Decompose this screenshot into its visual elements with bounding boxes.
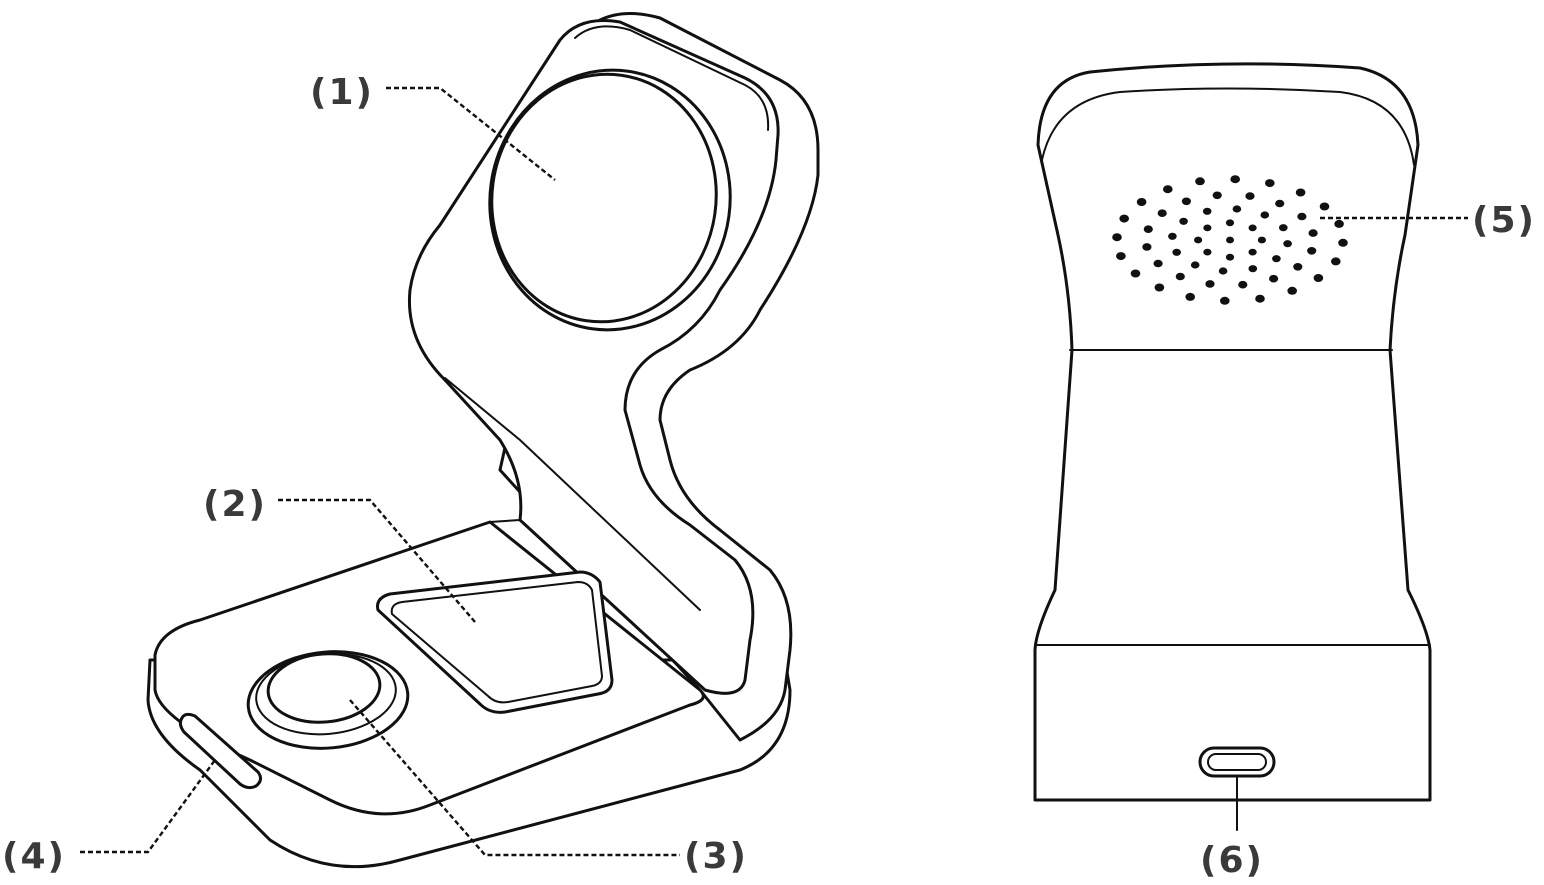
grille-hole (1195, 177, 1205, 186)
callout-label-2: (2) (203, 484, 267, 525)
rear-body (1033, 62, 1432, 802)
speaker-grille (1112, 175, 1348, 305)
usb-c-port-outer (1198, 746, 1276, 778)
grille-hole (1287, 286, 1297, 295)
grille-hole (1185, 292, 1195, 301)
grille-hole (1130, 269, 1141, 278)
grille-hole (1275, 199, 1285, 208)
grille-hole (1248, 265, 1258, 273)
stand-perspective-view: (1) (2) (3) (4) (2, 12, 820, 877)
earbuds-charger-pad (266, 652, 382, 724)
grille-hole (1226, 236, 1234, 244)
grille-hole (1203, 224, 1212, 232)
upright-spine-line (444, 377, 701, 611)
grille-hole (1194, 236, 1203, 244)
leader-2 (278, 498, 476, 623)
grille-hole (1260, 211, 1270, 219)
grille-hole (1225, 253, 1235, 261)
grille-hole (1119, 214, 1129, 223)
grille-hole (1334, 219, 1344, 228)
grille-hole (1255, 294, 1265, 303)
leader-3 (349, 699, 680, 857)
grille-hole (1168, 232, 1177, 240)
grille-hole (1319, 202, 1330, 211)
callout-label-6: (6) (1200, 840, 1264, 881)
callout-label-4: (4) (2, 836, 66, 877)
upright-rim (574, 25, 770, 131)
grille-hole (1136, 198, 1147, 206)
grille-hole (1293, 263, 1303, 271)
usb-c-port (1207, 753, 1267, 771)
grille-hole (1232, 205, 1242, 213)
grille-hole (1203, 248, 1212, 256)
grille-hole (1154, 283, 1165, 292)
rear-top-arch (1041, 87, 1415, 166)
led-strip (178, 712, 263, 790)
grille-hole (1212, 191, 1222, 200)
grille-hole (1297, 212, 1307, 221)
grille-hole (1313, 274, 1324, 282)
grille-hole (1202, 207, 1212, 215)
grille-hole (1181, 197, 1191, 206)
phone-charger-pad-outer (376, 570, 614, 714)
stand-rear-view: (5) (6) (1033, 62, 1536, 881)
grille-hole (1272, 255, 1281, 263)
grille-hole (1142, 243, 1152, 251)
grille-hole (1248, 248, 1257, 256)
grille-hole (1218, 267, 1228, 275)
grille-hole (1257, 236, 1266, 244)
phone-charger-pad (390, 581, 603, 704)
fold-line (489, 519, 706, 691)
grille-hole (1331, 257, 1341, 266)
grille-hole (1295, 188, 1306, 197)
grille-hole (1163, 185, 1173, 194)
callout-label-1: (1) (310, 72, 374, 113)
grille-hole (1179, 217, 1188, 225)
grille-hole (1283, 240, 1292, 248)
watch-charger-pad (490, 72, 718, 324)
leader-4 (80, 759, 216, 854)
grille-hole (1265, 179, 1275, 188)
grille-hole (1230, 175, 1240, 184)
grille-hole (1338, 238, 1348, 247)
grille-hole (1225, 219, 1235, 227)
grille-hole (1220, 296, 1230, 305)
grille-hole (1269, 274, 1279, 283)
grille-hole (1190, 261, 1200, 269)
callout-label-3: (3) (684, 836, 748, 877)
grille-hole (1308, 229, 1318, 237)
grille-hole (1248, 224, 1257, 232)
grille-hole (1143, 225, 1153, 233)
grille-hole (1153, 259, 1163, 268)
grille-hole (1279, 224, 1288, 232)
grille-hole (1157, 209, 1167, 217)
grille-hole (1172, 248, 1181, 256)
grille-hole (1238, 280, 1248, 289)
grille-hole (1205, 280, 1215, 288)
grille-hole (1307, 247, 1317, 255)
grille-hole (1175, 272, 1185, 281)
grille-hole (1116, 252, 1126, 261)
grille-hole (1245, 192, 1255, 200)
leader-1 (386, 86, 556, 181)
callout-label-5: (5) (1472, 200, 1536, 241)
grille-hole (1112, 233, 1122, 242)
